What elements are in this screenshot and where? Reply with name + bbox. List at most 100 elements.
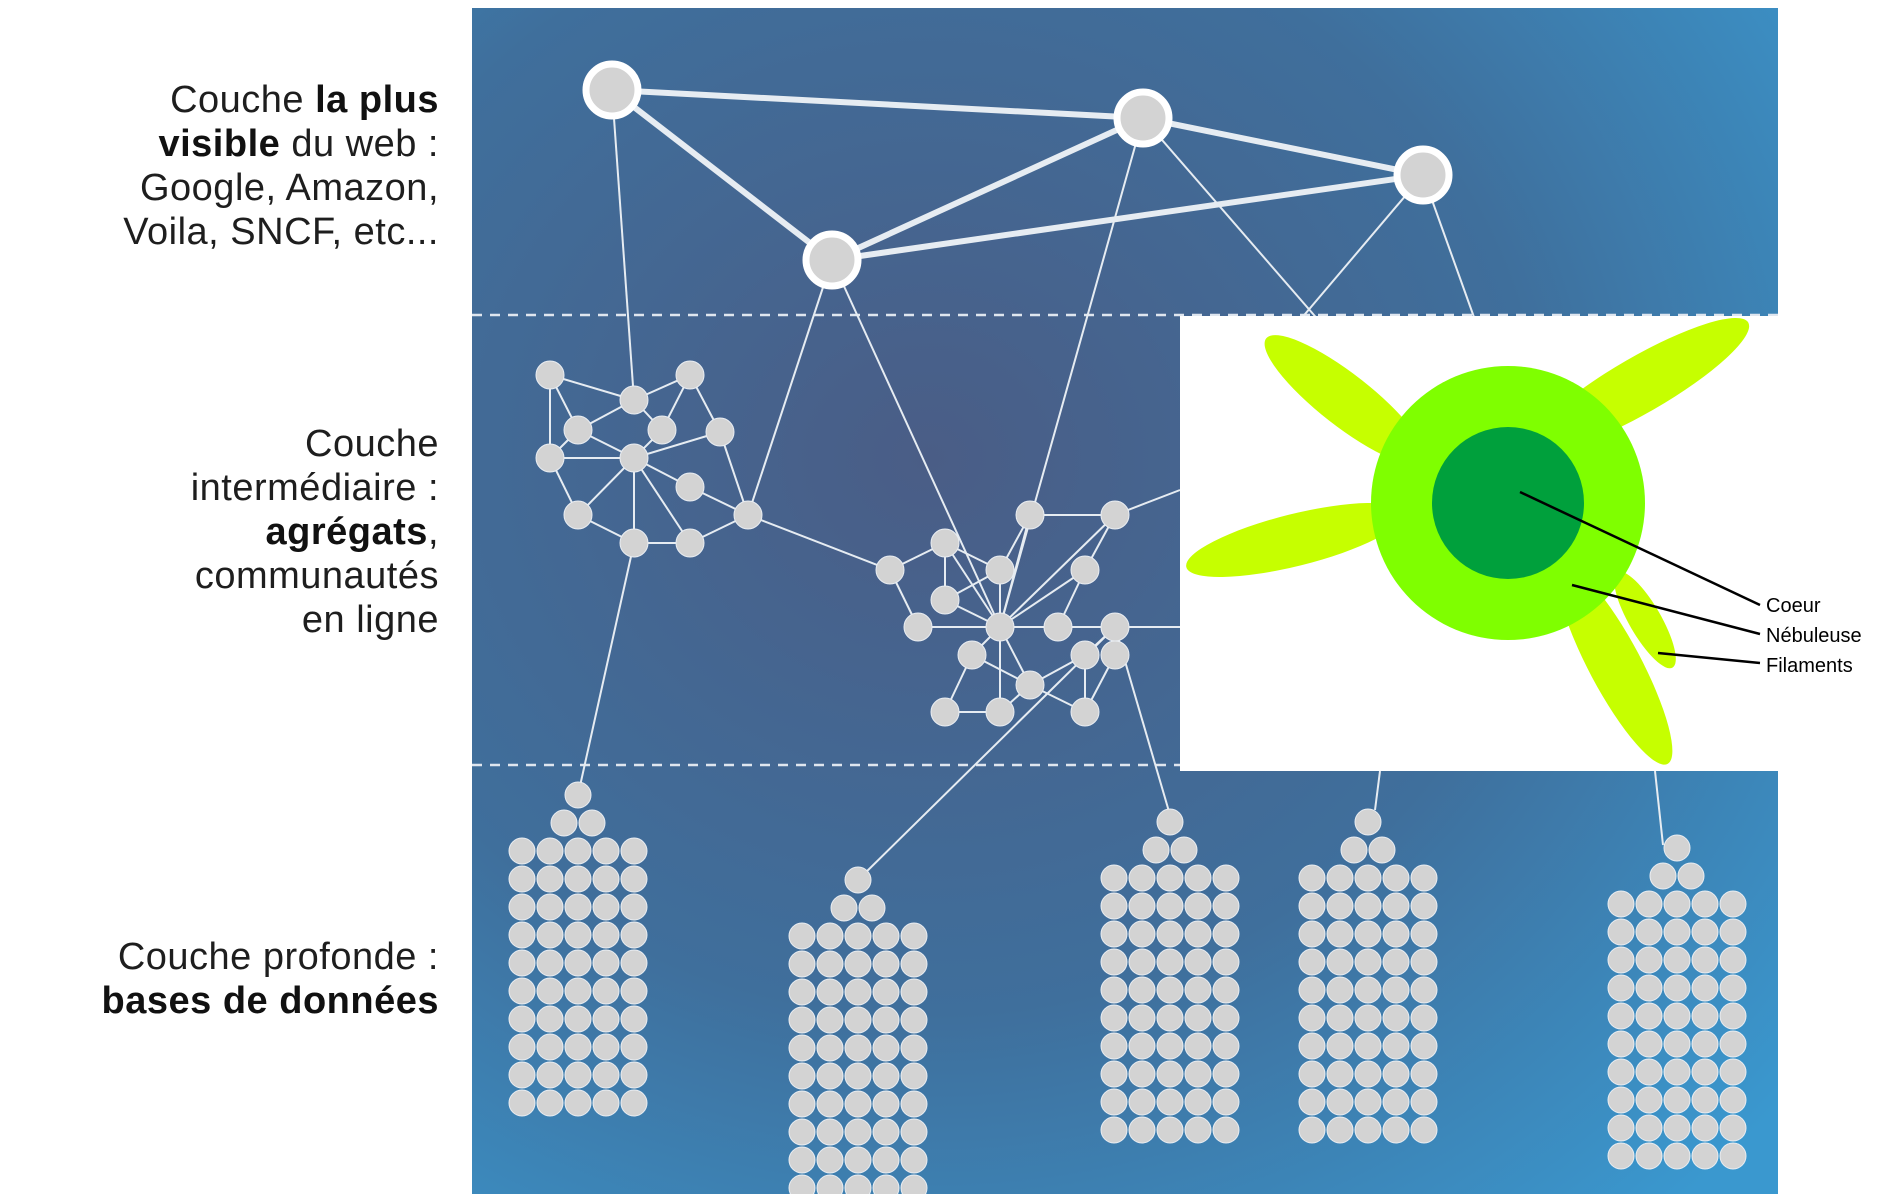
cluster-node <box>1015 670 1045 700</box>
database-node <box>1128 920 1156 948</box>
database-node <box>1635 890 1663 918</box>
database-node <box>1663 946 1691 974</box>
database-node <box>508 1033 536 1061</box>
database-node <box>1212 1004 1240 1032</box>
core-pointer <box>1519 490 1761 607</box>
database-node <box>1184 1032 1212 1060</box>
database-node <box>1382 892 1410 920</box>
database-node <box>536 865 564 893</box>
database-node <box>536 1005 564 1033</box>
layer-link <box>611 89 635 401</box>
cluster-node <box>563 415 593 445</box>
database-node <box>1607 1142 1635 1170</box>
database-node <box>1607 918 1635 946</box>
database-node <box>1184 892 1212 920</box>
database-node <box>1298 1116 1326 1144</box>
top-layer-emphasis-2: visible <box>158 123 281 165</box>
database-node <box>620 1089 648 1117</box>
database-node <box>1128 976 1156 1004</box>
database-node <box>1100 1060 1128 1088</box>
database-node <box>788 978 816 1006</box>
database-node <box>536 977 564 1005</box>
database-node <box>1184 1004 1212 1032</box>
deep-layer-label: Couche profonde : bases de données <box>102 935 439 1023</box>
cluster-node <box>675 528 705 558</box>
database-node <box>816 1062 844 1090</box>
database-node <box>872 1062 900 1090</box>
cluster-link <box>633 457 691 544</box>
database-node <box>844 1174 872 1194</box>
database-node <box>1340 836 1368 864</box>
database-node <box>508 893 536 921</box>
database-node <box>564 921 592 949</box>
database-node <box>620 977 648 1005</box>
database-node <box>592 1005 620 1033</box>
database-node <box>1298 1004 1326 1032</box>
database-node <box>1156 808 1184 836</box>
hub-node <box>1393 145 1453 205</box>
database-node <box>1298 1060 1326 1088</box>
database-node <box>900 978 928 1006</box>
database-node <box>1410 948 1438 976</box>
database-node <box>788 1090 816 1118</box>
database-node <box>1663 1114 1691 1142</box>
database-node <box>1368 836 1396 864</box>
database-node <box>1382 1060 1410 1088</box>
database-node <box>1298 1032 1326 1060</box>
database-node <box>788 1034 816 1062</box>
layer-link <box>1654 770 1664 846</box>
database-node <box>1410 864 1438 892</box>
database-node <box>872 1090 900 1118</box>
database-node <box>1100 864 1128 892</box>
database-node <box>900 1034 928 1062</box>
cluster-link <box>719 431 749 516</box>
database-node <box>1128 1032 1156 1060</box>
database-node <box>1326 1032 1354 1060</box>
database-node <box>564 893 592 921</box>
layer-link <box>857 626 1116 881</box>
database-node <box>564 1061 592 1089</box>
cluster-node <box>930 585 960 615</box>
database-node <box>1635 1114 1663 1142</box>
database-node <box>1691 1114 1719 1142</box>
database-node <box>1719 1114 1747 1142</box>
database-node <box>1719 918 1747 946</box>
database-node <box>872 922 900 950</box>
layer-link <box>999 117 1144 628</box>
cluster-node <box>875 555 905 585</box>
database-node <box>872 1118 900 1146</box>
database-node <box>830 894 858 922</box>
galaxy-inset: Coeur Nébuleuse Filaments <box>1180 316 1862 771</box>
database-node <box>816 1034 844 1062</box>
database-node <box>1156 948 1184 976</box>
database-node <box>1677 862 1705 890</box>
layer-link <box>1299 174 1424 321</box>
database-node <box>1663 1142 1691 1170</box>
database-node <box>1326 892 1354 920</box>
database-node <box>564 1005 592 1033</box>
database-node <box>1691 1086 1719 1114</box>
database-node <box>1382 1116 1410 1144</box>
database-node <box>816 922 844 950</box>
database-node <box>1326 1116 1354 1144</box>
database-node <box>788 1118 816 1146</box>
database-node <box>816 1090 844 1118</box>
database-node <box>1184 1088 1212 1116</box>
database-node <box>1156 1004 1184 1032</box>
middle-layer-emphasis: agrégats <box>265 511 428 553</box>
database-node <box>1663 1002 1691 1030</box>
layer-link <box>831 259 1001 628</box>
database-node <box>1382 920 1410 948</box>
database-node <box>1298 892 1326 920</box>
cluster-node <box>619 385 649 415</box>
database-node <box>1607 974 1635 1002</box>
legend-filaments: Filaments <box>1766 655 1853 677</box>
database-node <box>1410 920 1438 948</box>
database-node <box>1128 948 1156 976</box>
database-node <box>1326 1088 1354 1116</box>
cluster-node <box>619 443 649 473</box>
database-node <box>1719 974 1747 1002</box>
layer-link <box>1374 770 1381 811</box>
layer-link <box>747 514 891 571</box>
